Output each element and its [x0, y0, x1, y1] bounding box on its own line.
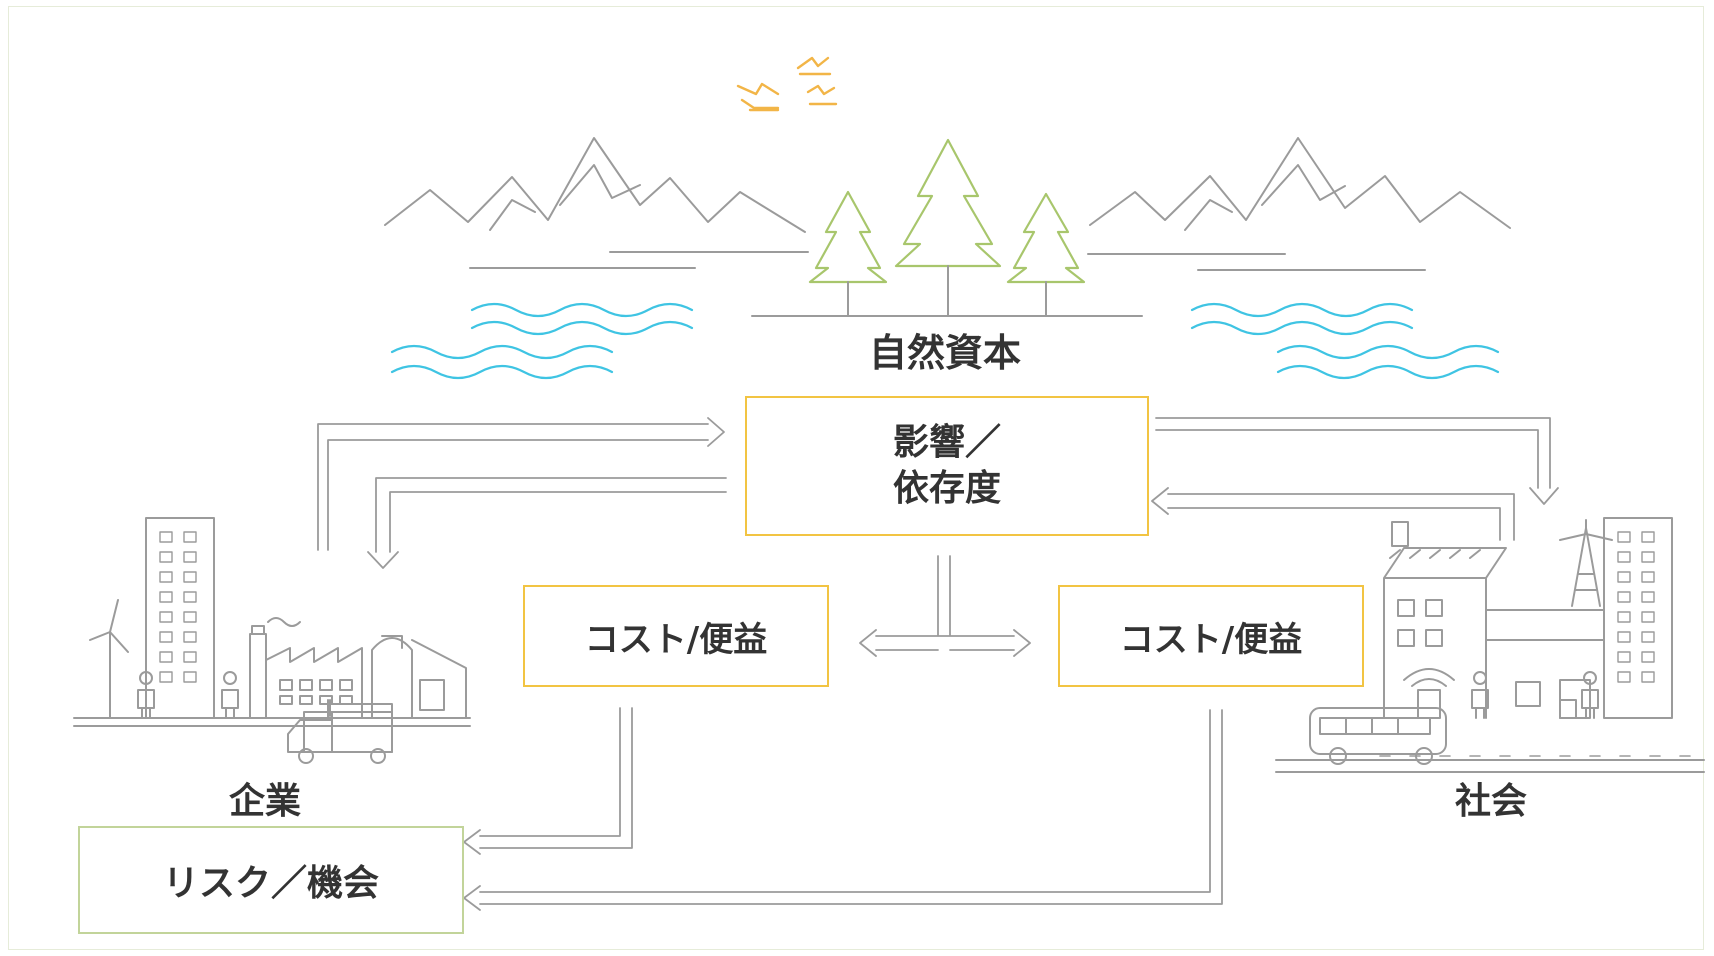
arrow-company-to-impact	[317, 423, 709, 551]
impact-line-2: 依存度	[892, 468, 1001, 509]
city-icon	[1275, 517, 1705, 773]
arrow-cost-left-to-risk	[479, 707, 633, 849]
natural-capital-label: 自然資本	[868, 331, 1021, 375]
water-waves-icon	[390, 302, 1500, 380]
arrow-impact-to-society	[1155, 417, 1551, 489]
diagram-frame	[8, 6, 1704, 950]
tree-trunks	[847, 265, 1047, 317]
cost-benefit-left-label: コスト/便益	[584, 619, 768, 660]
birds-icon	[736, 56, 838, 112]
t-connector	[875, 555, 1015, 651]
flow-arrows	[317, 417, 1559, 911]
risk-opportunity-label: リスク／機会	[162, 863, 379, 904]
arrow-society-to-impact	[1167, 493, 1515, 541]
factory-icon	[73, 517, 471, 764]
cost-benefit-left-box: コスト/便益	[523, 585, 829, 687]
cost-benefit-right-label: コスト/便益	[1119, 619, 1303, 660]
company-label: 企業	[228, 781, 301, 822]
society-label: 社会	[1454, 781, 1527, 822]
risk-opportunity-box: リスク／機会	[78, 826, 464, 934]
arrow-impact-to-company	[375, 477, 727, 553]
trees-icon	[808, 138, 1086, 284]
mountains-icon	[384, 137, 1511, 317]
cost-benefit-right-box: コスト/便益	[1058, 585, 1364, 687]
impact-dependency-box: 影響／ 依存度	[745, 396, 1149, 536]
impact-line-1: 影響／	[892, 422, 1001, 463]
arrow-cost-right-to-risk	[479, 709, 1223, 905]
